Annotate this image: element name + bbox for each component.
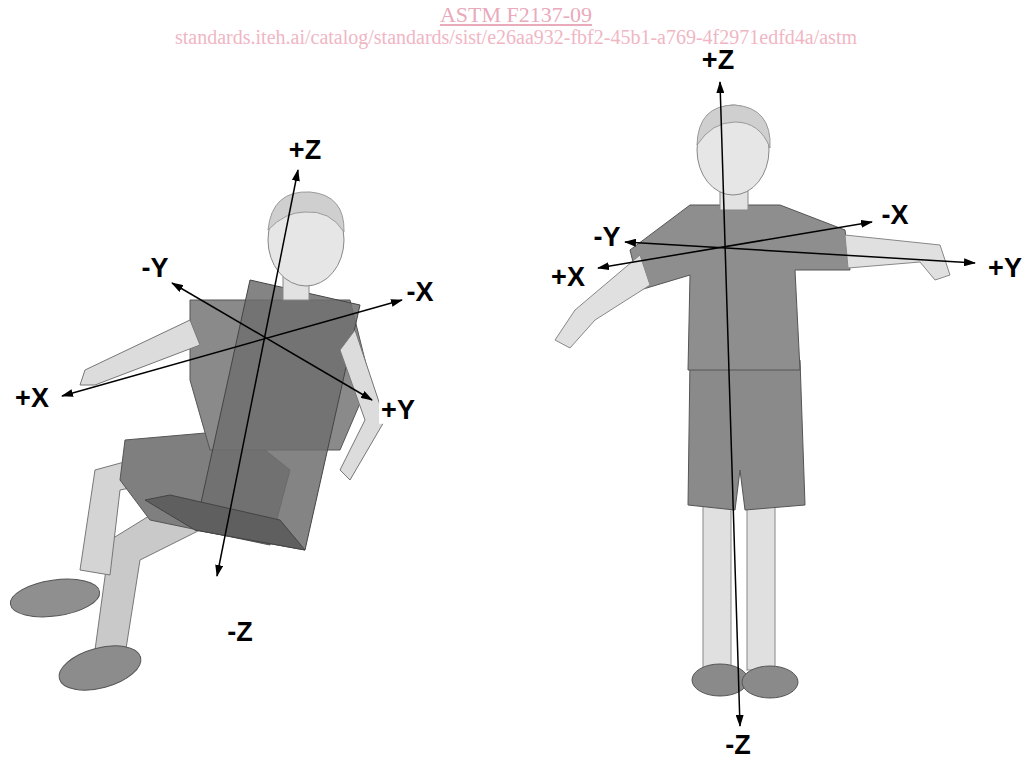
axis-label: +X bbox=[13, 384, 51, 412]
watermark-title: ASTM F2137-09 bbox=[440, 2, 592, 28]
axis-label: -X bbox=[405, 278, 436, 306]
axis-label: -Y bbox=[592, 223, 623, 251]
standing-child bbox=[555, 105, 950, 698]
axis-label: -Y bbox=[140, 254, 171, 282]
axis-label: +Z bbox=[287, 136, 323, 164]
axis-label: -X bbox=[880, 201, 911, 229]
axis-label: +Z bbox=[700, 46, 736, 74]
axis-label: +X bbox=[549, 263, 587, 291]
axis-lines bbox=[62, 82, 975, 726]
axis-label: +Y bbox=[379, 396, 417, 424]
axis-label: -Z bbox=[225, 618, 254, 646]
axis-label: -Z bbox=[723, 731, 752, 759]
watermark-url: standards.iteh.ai/catalog/standards/sist… bbox=[175, 26, 857, 49]
seated-child bbox=[8, 192, 385, 698]
axis-label: +Y bbox=[986, 254, 1024, 282]
